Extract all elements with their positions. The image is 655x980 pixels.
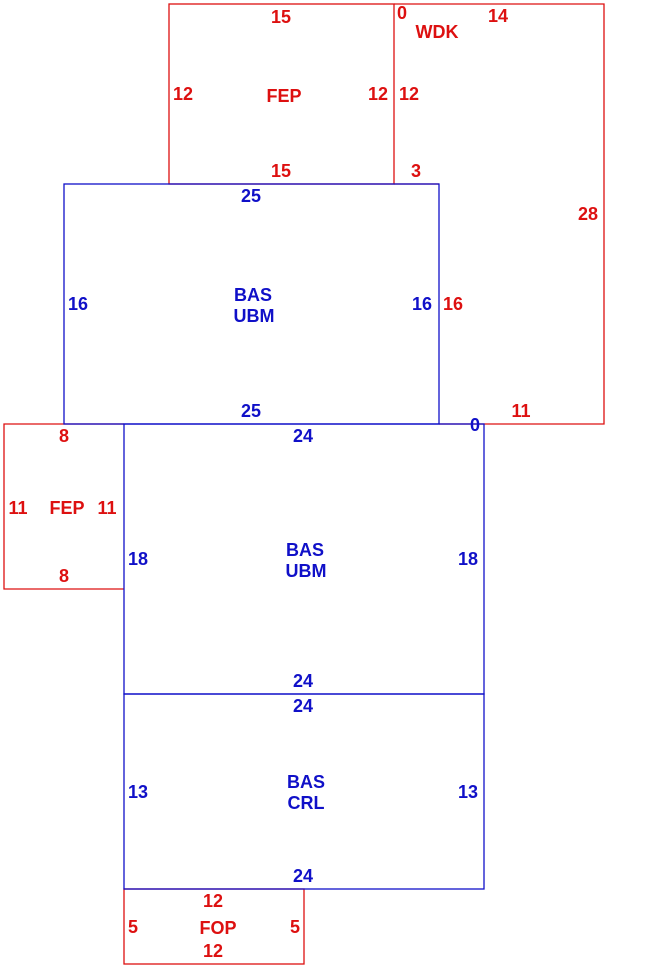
bas-ubm-lower-dim-bottom: 24 <box>293 671 313 691</box>
fep-left-dim-left: 11 <box>8 498 27 518</box>
bas-ubm-lower-subcode: UBM <box>286 561 327 581</box>
fop-dim-top: 12 <box>203 891 223 911</box>
bas-ubm-lower-code: BAS <box>286 540 324 560</box>
wdk-code: WDK <box>416 22 459 42</box>
section-fep-left: 8 11 FEP 11 8 <box>8 426 116 586</box>
section-fep-top: 15 12 FEP 12 15 <box>173 7 388 181</box>
fep-left-dim-bottom: 8 <box>59 566 69 586</box>
fop-dim-bottom: 12 <box>203 941 223 961</box>
fep-top-dim-bottom: 15 <box>271 161 291 181</box>
wdk-outline <box>394 3 605 425</box>
fop-code: FOP <box>199 918 236 938</box>
fep-left-dim-top: 8 <box>59 426 69 446</box>
wdk-dim-left-upper: 12 <box>399 84 419 104</box>
fep-top-dim-right: 12 <box>368 84 388 104</box>
fep-top-dim-left: 12 <box>173 84 193 104</box>
bas-crl-dim-right: 13 <box>458 782 478 802</box>
bas-crl-subcode: CRL <box>288 793 325 813</box>
fep-top-code: FEP <box>266 86 301 106</box>
section-bas-ubm-upper: 25 16 BAS UBM 16 25 <box>68 186 432 421</box>
bas-ubm-lower-dim-top: 24 <box>293 426 313 446</box>
bas-ubm-upper-dim-left: 16 <box>68 294 88 314</box>
bas-ubm-upper-dim-bottom: 25 <box>241 401 261 421</box>
bas-crl-dim-left: 13 <box>128 782 148 802</box>
bas-ubm-upper-dim-right: 16 <box>412 294 432 314</box>
wdk-dim-top: 14 <box>488 6 508 26</box>
bas-crl-dim-bottom: 24 <box>293 866 313 886</box>
bas-ubm-lower-dim-left: 18 <box>128 549 148 569</box>
wdk-dim-left-lower: 16 <box>443 294 463 314</box>
wdk-dim-step: 3 <box>411 161 421 181</box>
bas-ubm-lower-dim-top-corner: 0 <box>470 415 480 435</box>
wdk-dim-right: 28 <box>578 204 598 224</box>
bas-ubm-lower-dim-right: 18 <box>458 549 478 569</box>
fep-left-dim-right: 11 <box>97 498 116 518</box>
fop-dim-left: 5 <box>128 917 138 937</box>
bas-crl-dim-top: 24 <box>293 696 313 716</box>
section-bas-ubm-lower: 24 0 18 BAS UBM 18 24 <box>128 415 480 691</box>
wdk-dim-bottom: 11 <box>511 401 530 421</box>
blue-outlines <box>63 183 485 890</box>
fop-dim-right: 5 <box>290 917 300 937</box>
section-bas-crl: 24 13 BAS CRL 13 24 <box>128 696 478 886</box>
fep-left-code: FEP <box>49 498 84 518</box>
bas-ubm-upper-subcode: UBM <box>234 306 275 326</box>
fep-top-dim-top: 15 <box>271 7 291 27</box>
section-wdk: 0 WDK 14 12 3 28 16 11 <box>397 3 598 421</box>
section-fop: 12 5 FOP 5 12 <box>128 891 300 961</box>
wdk-dim-top-corner: 0 <box>397 3 407 23</box>
bas-ubm-upper-code: BAS <box>234 285 272 305</box>
bas-crl-code: BAS <box>287 772 325 792</box>
bas-crl-outline <box>123 693 485 890</box>
bas-ubm-upper-dim-top: 25 <box>241 186 261 206</box>
